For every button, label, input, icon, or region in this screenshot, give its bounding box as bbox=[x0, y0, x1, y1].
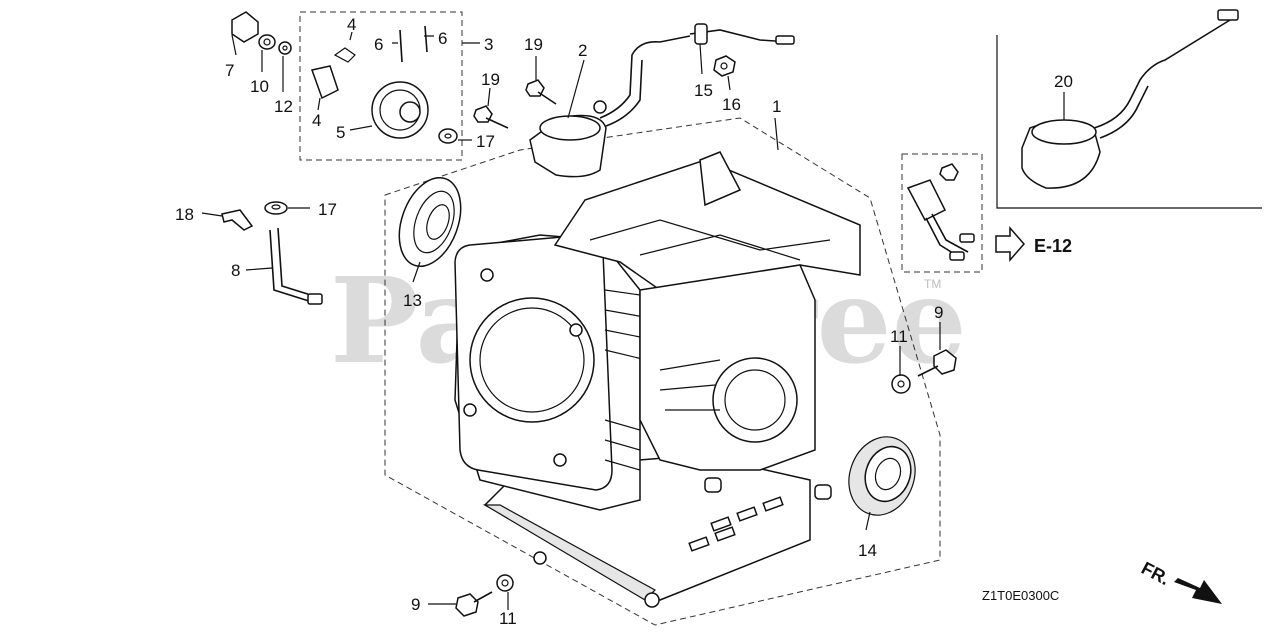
callout-6-left: 6 bbox=[374, 35, 383, 54]
callout-2: 2 bbox=[578, 41, 587, 60]
callout-9-lower: 9 bbox=[411, 595, 420, 614]
callout-18: 18 bbox=[175, 205, 194, 224]
callout-12: 12 bbox=[274, 97, 293, 116]
callout-5: 5 bbox=[336, 123, 345, 142]
sensor-housing-20 bbox=[1021, 9, 1239, 189]
callout-19-upper: 19 bbox=[524, 35, 543, 54]
callout-10: 10 bbox=[250, 77, 269, 96]
bolt-19-upper bbox=[525, 79, 557, 105]
callout-1: 1 bbox=[772, 97, 781, 116]
bolt-9-lower bbox=[455, 591, 493, 617]
governor-rod-8 bbox=[269, 227, 323, 305]
reference-arrow bbox=[995, 226, 1025, 262]
bearing-13 bbox=[398, 176, 462, 268]
callout-7: 7 bbox=[225, 61, 234, 80]
bolt-19-lower bbox=[473, 105, 509, 129]
nut-16 bbox=[713, 55, 736, 77]
callout-15: 15 bbox=[694, 81, 713, 100]
front-direction-label: FR. bbox=[1138, 558, 1173, 589]
washer-12 bbox=[278, 41, 292, 55]
inset-box-20 bbox=[996, 35, 1262, 209]
governor-gear-5 bbox=[371, 81, 429, 139]
sensor-group-box bbox=[901, 153, 983, 273]
leader-lines bbox=[201, 31, 1065, 610]
washer-11-lower bbox=[496, 574, 514, 592]
pins-6 bbox=[399, 25, 428, 63]
washer-11-right bbox=[891, 374, 911, 394]
callout-19-lower: 19 bbox=[481, 70, 500, 89]
governor-group-box bbox=[299, 11, 463, 161]
washer-17-left bbox=[264, 201, 288, 215]
callout-6-right: 6 bbox=[438, 29, 447, 48]
callout-labels: 1 2 3 4 4 5 6 6 7 8 9 9 10 11 11 12 13 1… bbox=[175, 15, 1073, 628]
watermark-trademark: TM bbox=[924, 277, 941, 291]
holder-4 bbox=[311, 47, 356, 100]
diagram-code: Z1T0E0300C bbox=[982, 588, 1059, 603]
washer-17-upper bbox=[438, 128, 458, 144]
oil-alert-unit bbox=[906, 163, 975, 261]
callout-4-lower: 4 bbox=[312, 111, 321, 130]
callout-17-upper: 17 bbox=[476, 132, 495, 151]
callout-17-left: 17 bbox=[318, 200, 337, 219]
crankcase-outline bbox=[384, 117, 941, 626]
callout-3: 3 bbox=[484, 35, 493, 54]
callout-11-lower: 11 bbox=[499, 609, 517, 628]
clip-18 bbox=[221, 209, 254, 231]
cap-7 bbox=[231, 11, 259, 43]
callout-14: 14 bbox=[858, 541, 877, 560]
oil-sensor-2 bbox=[529, 35, 691, 178]
callout-16: 16 bbox=[722, 95, 741, 114]
callout-13: 13 bbox=[403, 291, 422, 310]
wire-15 bbox=[689, 23, 795, 45]
callout-20: 20 bbox=[1054, 72, 1073, 91]
callout-8: 8 bbox=[231, 261, 240, 280]
crankcase-body bbox=[454, 151, 861, 608]
front-direction-arrow bbox=[1174, 578, 1222, 604]
bolt-9-right bbox=[917, 349, 957, 377]
callout-11-right: 11 bbox=[890, 327, 908, 346]
reference-label: E-12 bbox=[1034, 236, 1072, 256]
callout-9-right: 9 bbox=[934, 303, 943, 322]
callout-4-upper: 4 bbox=[347, 15, 356, 34]
oil-seal-14 bbox=[848, 436, 916, 516]
washer-10 bbox=[258, 34, 276, 50]
